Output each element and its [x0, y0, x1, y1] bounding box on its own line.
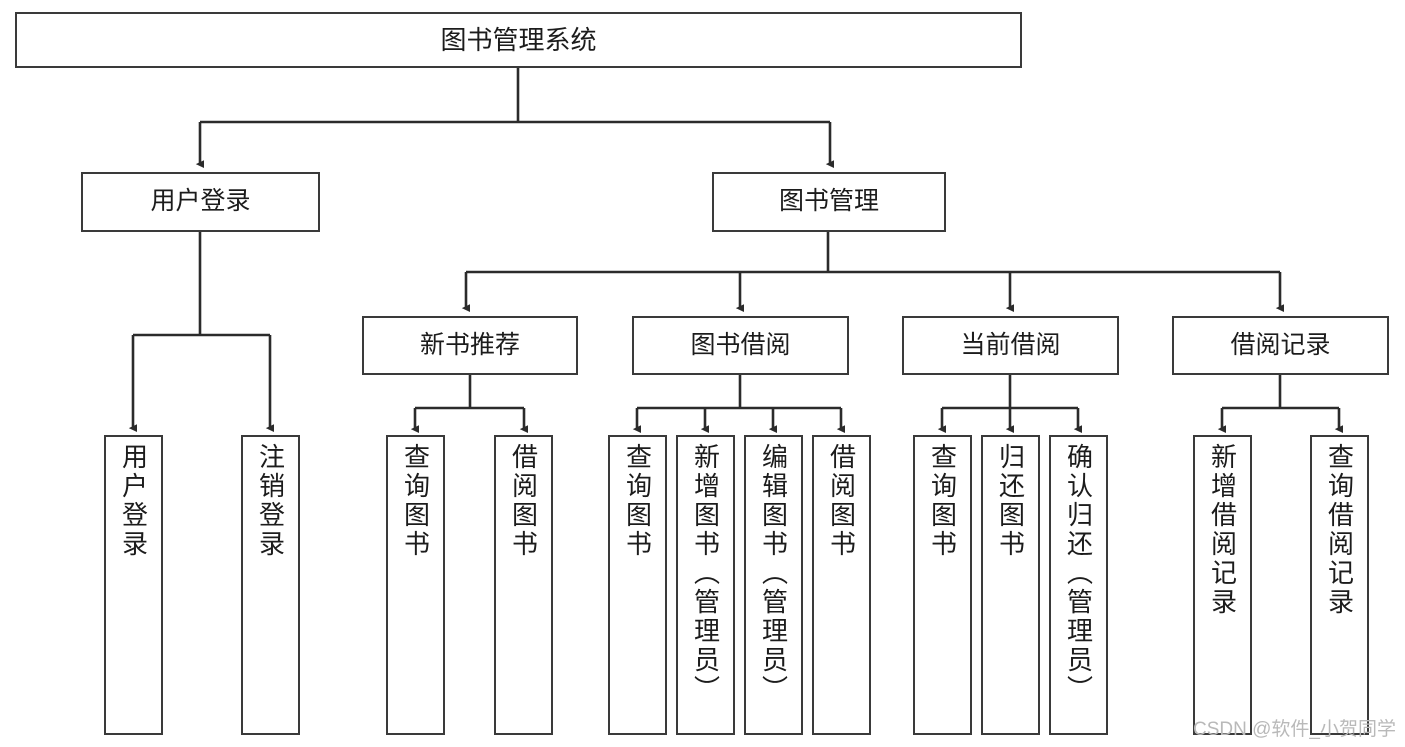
- node-label: 当前借阅: [960, 330, 1061, 359]
- leaf-query-book-borrow[interactable]: 查询图书: [608, 435, 667, 735]
- node-label: 确认归还（管理员）: [1063, 443, 1094, 704]
- node-label: 查询图书: [622, 443, 653, 559]
- node-label: 图书管理: [778, 187, 879, 216]
- leaf-borrow-book[interactable]: 借阅图书: [812, 435, 871, 735]
- node-root-system[interactable]: 图书管理系统: [15, 12, 1022, 68]
- node-label: 新增借阅记录: [1207, 443, 1238, 617]
- node-new-book-recommend[interactable]: 新书推荐: [362, 316, 578, 375]
- node-label: 用户登录: [150, 187, 251, 216]
- node-label: 查询图书: [400, 443, 431, 559]
- node-label: 借阅图书: [508, 443, 539, 559]
- leaf-query-book-new[interactable]: 查询图书: [386, 435, 445, 735]
- node-label: 查询图书: [927, 443, 958, 559]
- leaf-edit-book-admin[interactable]: 编辑图书（管理员）: [744, 435, 803, 735]
- leaf-confirm-return-admin[interactable]: 确认归还（管理员）: [1049, 435, 1108, 735]
- node-label: 编辑图书（管理员）: [758, 443, 789, 704]
- leaf-borrow-book-new[interactable]: 借阅图书: [494, 435, 553, 735]
- node-current-borrow[interactable]: 当前借阅: [902, 316, 1119, 375]
- node-label: 归还图书: [995, 443, 1026, 559]
- leaf-add-book-admin[interactable]: 新增图书（管理员）: [676, 435, 735, 735]
- node-label: 注销登录: [255, 443, 286, 559]
- node-label: 用户登录: [118, 443, 149, 559]
- node-label: 借阅记录: [1230, 330, 1331, 359]
- node-borrow-record[interactable]: 借阅记录: [1172, 316, 1389, 375]
- node-label: 新书推荐: [419, 330, 520, 359]
- leaf-add-borrow-record[interactable]: 新增借阅记录: [1193, 435, 1252, 735]
- leaf-return-book[interactable]: 归还图书: [981, 435, 1040, 735]
- node-label: 查询借阅记录: [1324, 443, 1355, 617]
- leaf-query-borrow-record[interactable]: 查询借阅记录: [1310, 435, 1369, 735]
- node-label: 新增图书（管理员）: [690, 443, 721, 704]
- node-label: 借阅图书: [826, 443, 857, 559]
- csdn-watermark: CSDN @软件_小贺同学: [1193, 719, 1396, 740]
- leaf-user-login[interactable]: 用户登录: [104, 435, 163, 735]
- node-label: 图书管理系统: [440, 24, 597, 55]
- leaf-logout[interactable]: 注销登录: [241, 435, 300, 735]
- leaf-query-book-current[interactable]: 查询图书: [913, 435, 972, 735]
- node-book-borrow[interactable]: 图书借阅: [632, 316, 849, 375]
- node-label: 图书借阅: [690, 330, 791, 359]
- node-book-management[interactable]: 图书管理: [712, 172, 946, 232]
- node-user-login[interactable]: 用户登录: [81, 172, 320, 232]
